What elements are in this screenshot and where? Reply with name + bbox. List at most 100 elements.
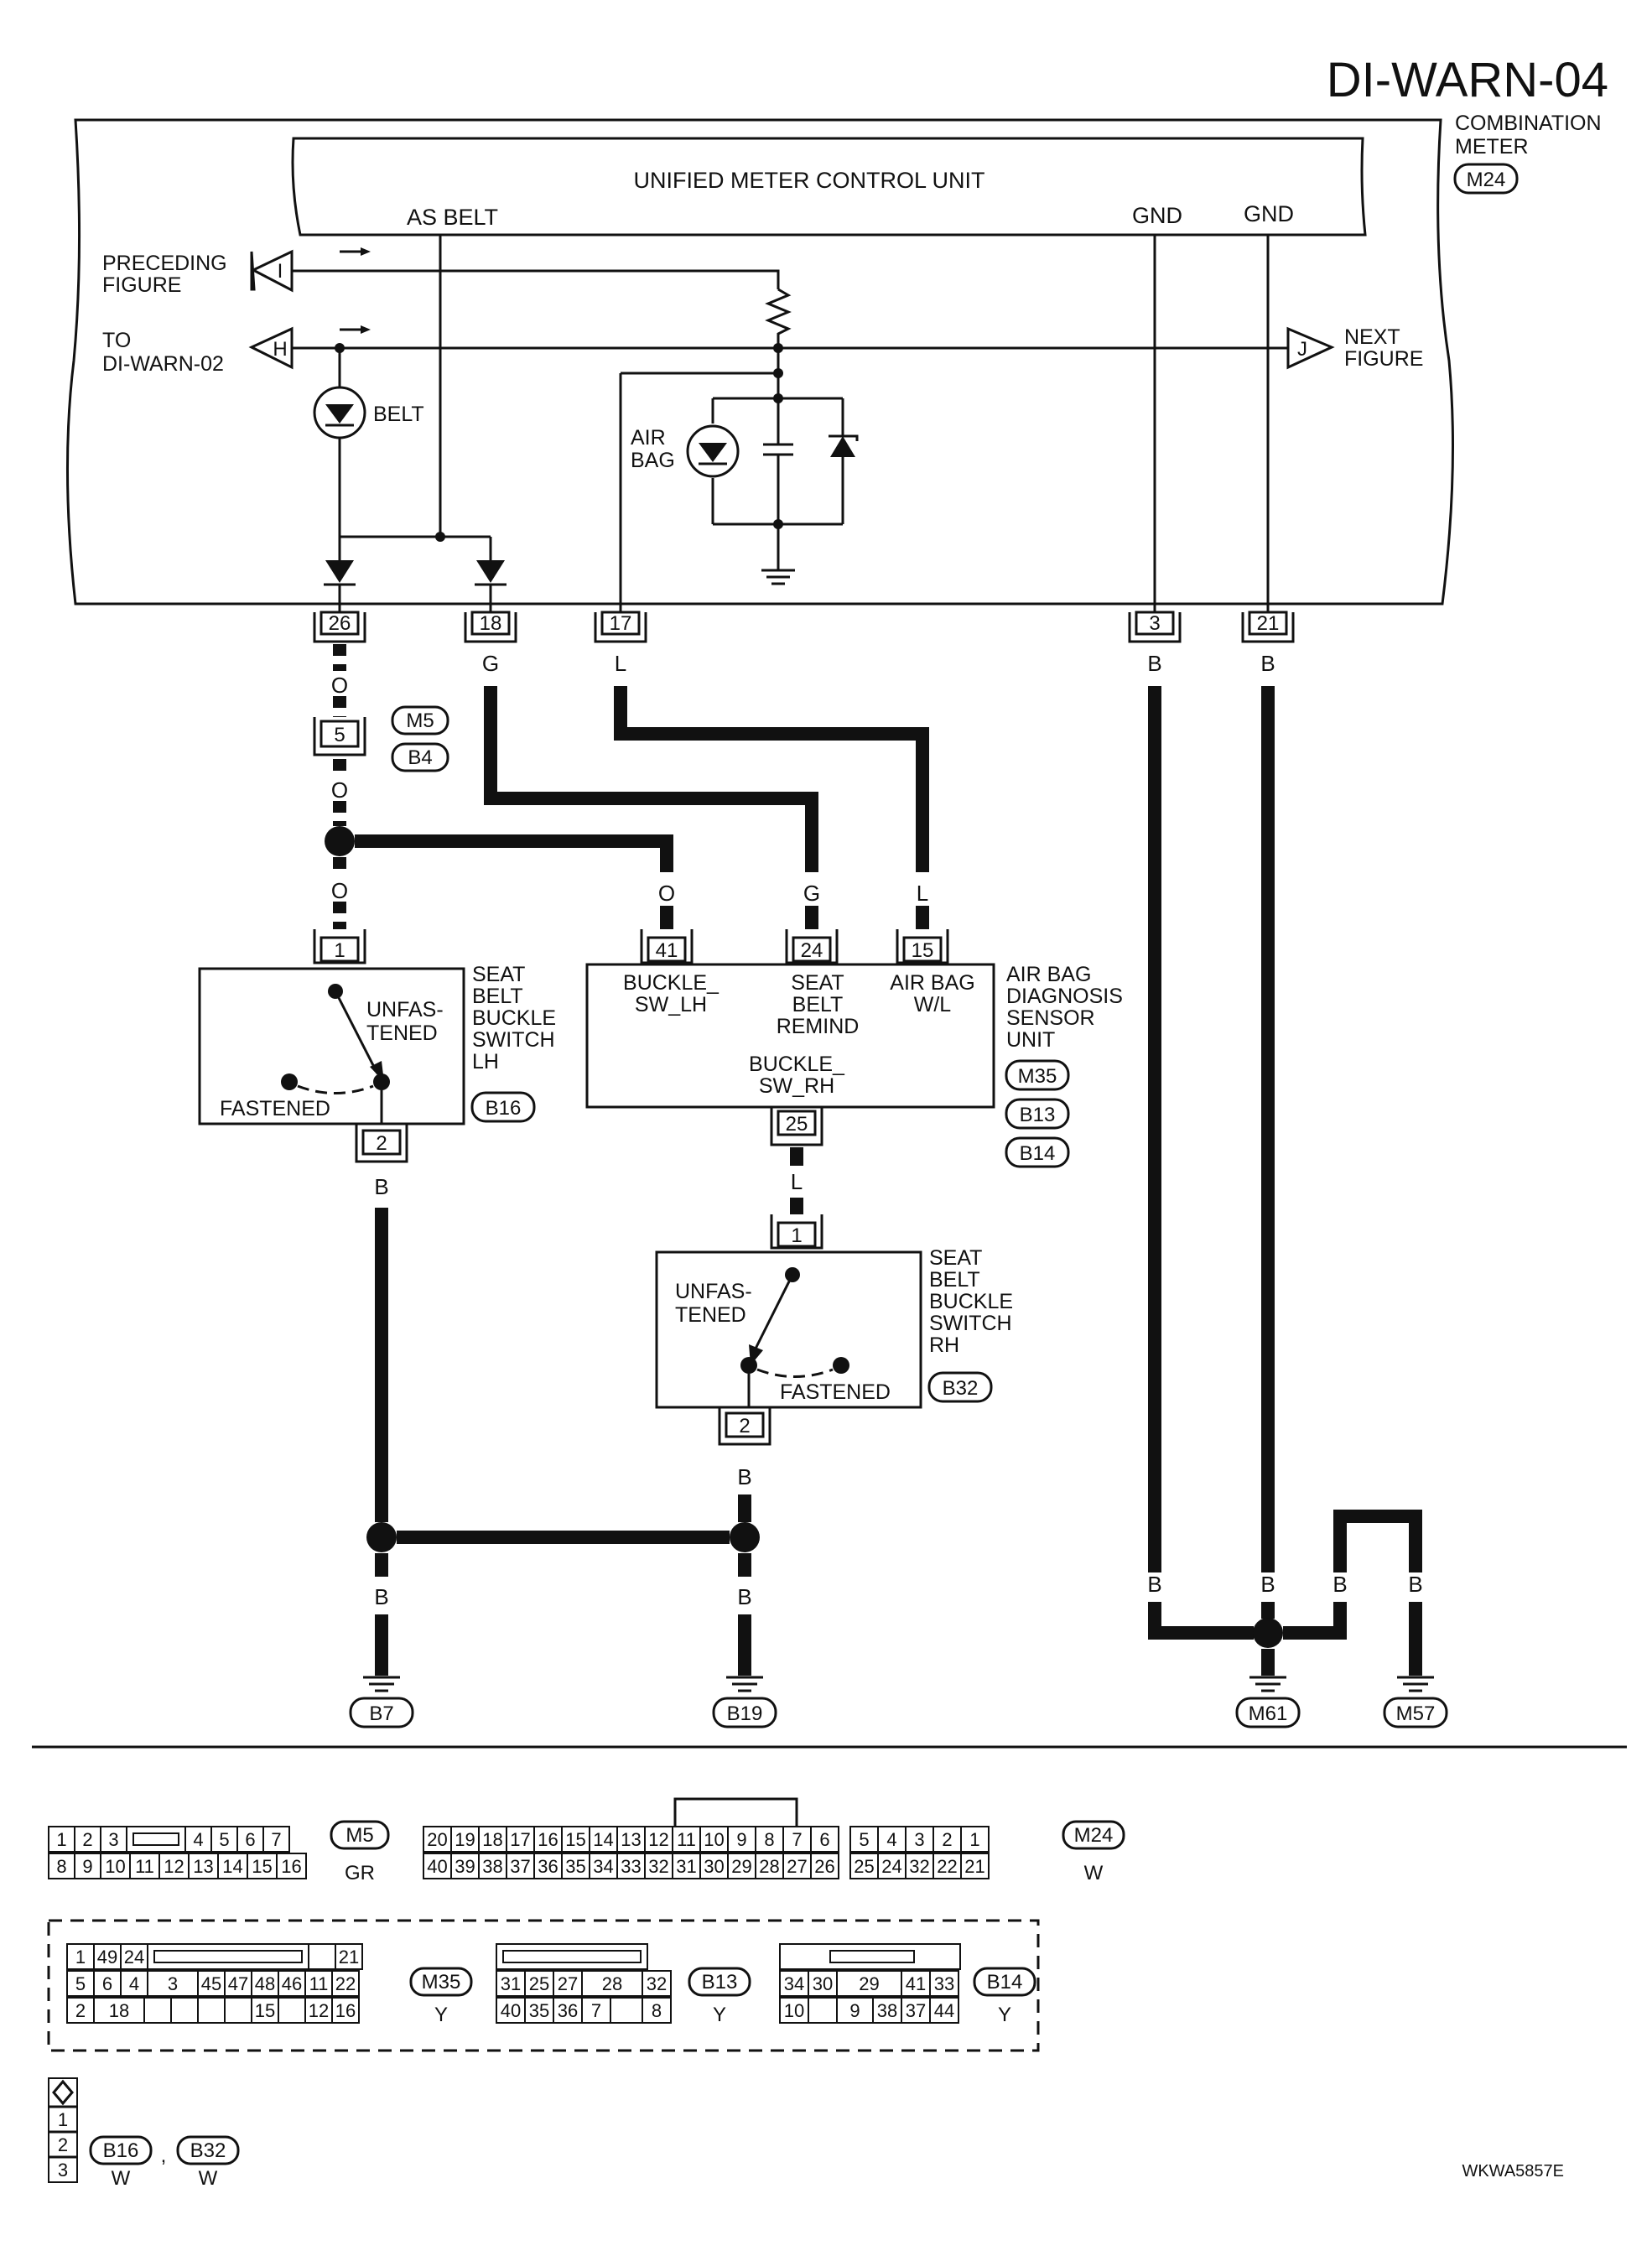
airbag-unit-connector-tag-m35: M35 [1005,1059,1070,1091]
m24-pin: 2 [942,1829,952,1850]
svg-text:B7: B7 [369,1702,393,1725]
joint-connector-tag-b4: B4 [391,742,449,772]
svg-text:M24: M24 [1467,169,1506,191]
b16-b32-pin-1: 1 [58,2109,68,2130]
belt-lamp-label: BELT [373,403,424,426]
meter-pin-3: 3 [1128,611,1182,643]
table-cell [120,1943,148,1970]
table-cell [672,1826,701,1853]
switch-rh-pin-1: 1 [770,1214,823,1250]
svg-text:J: J [1297,338,1307,361]
table-cell [589,1826,618,1853]
ground-symbol-m61 [1249,1676,1286,1692]
svg-text:5: 5 [334,724,345,746]
m24-pin: 9 [736,1829,746,1850]
table-cell [877,1826,907,1853]
next-figure-label-2: FIGURE [1344,347,1423,371]
svg-text:M24: M24 [1074,1824,1114,1847]
joint-connector-tag-m5: M5 [391,705,449,736]
airbag-unit-term-wl-2: W/L [914,993,952,1016]
table-cell [331,1997,360,2024]
b14-pin: 10 [784,2000,804,2021]
m24-pin: 35 [565,1856,585,1877]
m35-pin: 47 [228,1973,248,1994]
table-cell [120,1970,148,1997]
svg-text:26: 26 [329,612,351,635]
switch-rh-name-4: SWITCH [929,1312,1012,1335]
m5-pin: 13 [193,1856,213,1877]
switch-rh-connector-tag: B32 [927,1371,993,1403]
splice-o [325,826,355,856]
svg-text:B13: B13 [702,1971,738,1993]
m5-pin: 5 [219,1829,229,1850]
table-cell [308,1943,336,1970]
svg-text:2: 2 [376,1132,387,1155]
airbag-unit-name-1: AIR BAG [1006,963,1091,986]
airbag-lamp-label-2: BAG [631,449,675,472]
ground-symbol-b19 [726,1676,763,1692]
table-cell [100,1853,131,1879]
svg-text:M61: M61 [1249,1702,1288,1725]
svg-text:B19: B19 [727,1702,763,1725]
wire-color-b-gnd-5: B [1333,1572,1347,1597]
combination-meter-label-2: METER [1455,135,1529,159]
m5-key [132,1832,179,1846]
table-cell [93,1997,145,2024]
m24-pin: 40 [427,1856,447,1877]
m5-connector-tag: M5 [330,1820,390,1850]
m5-pin: 3 [108,1829,118,1850]
wire-color-g-1: G [482,651,499,676]
table-cell [533,1853,563,1879]
m24-pin: 28 [759,1856,779,1877]
wire-color-o-4: O [658,881,675,906]
svg-text:B16: B16 [103,2139,139,2162]
table-cell [450,1826,480,1853]
belt-lamp [313,386,366,439]
table-cell [496,1997,526,2024]
m24-pin: 8 [764,1829,774,1850]
table-cell [100,1826,127,1853]
svg-text:24: 24 [801,939,823,962]
b13-pin: 32 [647,1973,667,1994]
table-cell [808,1997,838,2024]
m5-color: GR [345,1862,375,1884]
table-cell [143,1997,172,2024]
b14-pin: 44 [934,2000,954,2021]
table-cell [478,1826,507,1853]
table-cell [644,1853,673,1879]
wire-color-o-2: O [331,777,348,803]
airbag-unit-pin-24: 24 [785,929,839,964]
m24-pin: 25 [854,1856,874,1877]
m5-pin: 8 [56,1856,66,1877]
table-cell [672,1853,701,1879]
diode-18 [475,560,507,586]
m24-pin: 17 [510,1829,530,1850]
wire-color-b-gnd-1: B [1147,651,1161,676]
m35-pin: 22 [335,1973,356,1994]
table-cell [553,1997,583,2024]
m24-pin: 38 [482,1856,502,1877]
m35-pin: 46 [282,1973,302,1994]
table-cell [581,1997,611,2024]
m24-pin: 39 [455,1856,475,1877]
m24-pin: 34 [593,1856,613,1877]
b14-pin: 38 [877,2000,897,2021]
table-cell [808,1970,838,1997]
capacitor [763,398,793,524]
m35-pin: 16 [335,2000,356,2021]
b16-connector-tag: B16 [89,2135,153,2165]
zener-diode [829,398,859,524]
control-unit-box [291,137,1367,237]
table-cell [779,1997,809,2024]
m5-pin: 15 [252,1856,272,1877]
table-cell [93,1970,122,1997]
table-cell [727,1826,756,1853]
table-cell [247,1853,278,1879]
m24-pin: 13 [621,1829,641,1850]
b14-pin: 34 [784,1973,804,1994]
airbag-lamp-label: AIR [631,426,666,450]
table-cell [836,1970,902,1997]
m24-pin: 15 [565,1829,585,1850]
svg-text:M35: M35 [422,1971,461,1993]
b14-pin: 33 [934,1973,954,1994]
